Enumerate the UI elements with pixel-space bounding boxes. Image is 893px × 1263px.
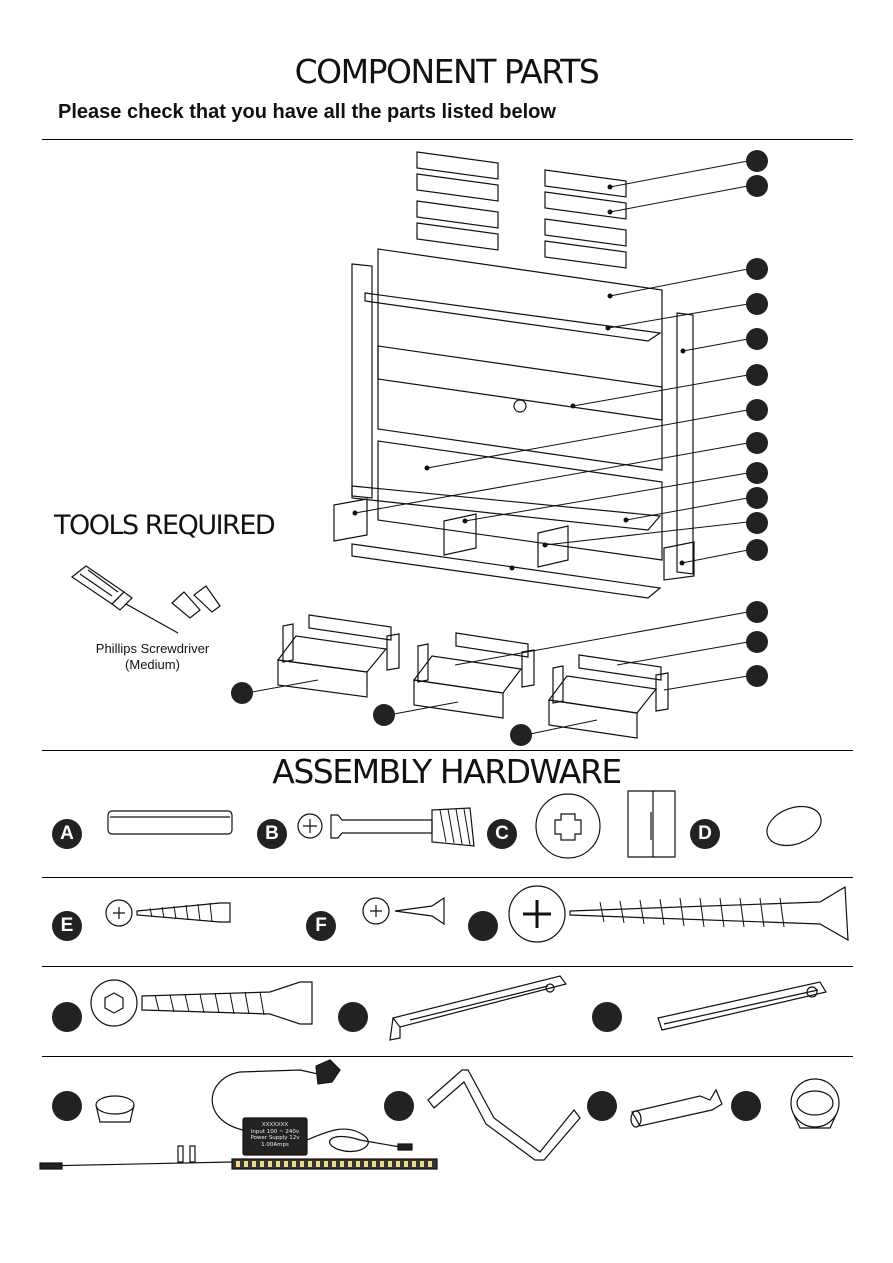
led-cell — [428, 1161, 432, 1167]
led-cell — [260, 1161, 264, 1167]
led-cell — [396, 1161, 400, 1167]
hardware-badge-e: E — [52, 911, 82, 941]
part-marker — [746, 539, 768, 561]
part-marker — [231, 682, 253, 704]
part-marker — [746, 328, 768, 350]
part-marker — [746, 631, 768, 653]
slat-panels — [416, 151, 627, 269]
led-cell — [372, 1161, 376, 1167]
hardware-marker — [731, 1091, 761, 1121]
hardware-badge-c: C — [487, 819, 517, 849]
part-marker — [746, 665, 768, 687]
adaptor-label: XXXXXXX Input 100 ~ 240v Power Supply 12… — [247, 1122, 303, 1148]
led-cell — [340, 1161, 344, 1167]
led-cell — [388, 1161, 392, 1167]
part-marker — [746, 150, 768, 172]
leader-lines — [251, 160, 749, 735]
led-cell — [404, 1161, 408, 1167]
adaptor-label-line: 1.00Amps — [261, 1141, 289, 1148]
hardware-badge-b: B — [257, 819, 287, 849]
led-cell — [244, 1161, 248, 1167]
tools-title: TOOLS REQUIRED — [54, 510, 276, 541]
part-marker — [746, 364, 768, 386]
divider — [42, 750, 853, 751]
page-title: COMPONENT PARTS — [294, 52, 600, 91]
hardware-marker — [52, 1002, 82, 1032]
hardware-row-1 — [107, 790, 822, 859]
hardware-badge-a: A — [52, 819, 82, 849]
led-cell — [332, 1161, 336, 1167]
tool-caption: Phillips Screwdriver (Medium) — [80, 641, 225, 673]
part-marker — [746, 258, 768, 280]
led-cell — [412, 1161, 416, 1167]
part-marker — [746, 462, 768, 484]
part-marker — [510, 724, 532, 746]
hardware-marker — [592, 1002, 622, 1032]
screwdriver-icon — [70, 565, 221, 634]
led-cell — [252, 1161, 256, 1167]
hardware-marker — [338, 1002, 368, 1032]
hardware-row-4 — [39, 1059, 840, 1170]
part-marker — [746, 487, 768, 509]
page-subtitle: Please check that you have all the parts… — [58, 101, 556, 123]
led-cell — [300, 1161, 304, 1167]
part-marker — [746, 512, 768, 534]
led-cell — [284, 1161, 288, 1167]
part-marker — [746, 399, 768, 421]
part-marker — [746, 601, 768, 623]
led-cell — [268, 1161, 272, 1167]
tool-caption-line1: Phillips Screwdriver — [95, 641, 210, 656]
hardware-title: ASSEMBLY HARDWARE — [272, 752, 622, 791]
led-cell — [236, 1161, 240, 1167]
divider — [42, 877, 853, 878]
led-cell — [324, 1161, 328, 1167]
adaptor-label-line: XXXXXXX — [261, 1122, 289, 1128]
part-marker — [746, 293, 768, 315]
part-marker — [373, 704, 395, 726]
led-cell — [420, 1161, 424, 1167]
adaptor-label-line: Power Supply 12v — [250, 1135, 300, 1141]
divider — [42, 139, 853, 140]
hardware-badge-f: F — [306, 911, 336, 941]
led-cell — [276, 1161, 280, 1167]
led-cell — [308, 1161, 312, 1167]
hardware-marker — [468, 911, 498, 941]
led-cell — [380, 1161, 384, 1167]
divider — [42, 1056, 853, 1057]
hardware-row-2 — [105, 885, 849, 943]
hardware-marker — [384, 1091, 414, 1121]
part-marker — [746, 175, 768, 197]
hardware-marker — [52, 1091, 82, 1121]
led-cell — [348, 1161, 352, 1167]
led-cell — [292, 1161, 296, 1167]
part-marker — [746, 432, 768, 454]
tool-caption-line2: (Medium) — [125, 657, 180, 672]
led-cell — [356, 1161, 360, 1167]
drawers — [276, 614, 669, 739]
divider — [42, 966, 853, 967]
hardware-row-3 — [90, 975, 827, 1041]
hardware-badge-d: D — [690, 819, 720, 849]
hardware-marker — [587, 1091, 617, 1121]
adaptor-label-line: Input 100 ~ 240v — [250, 1128, 300, 1135]
led-cell — [316, 1161, 320, 1167]
led-cell — [364, 1161, 368, 1167]
tv-unit-frame — [333, 184, 695, 599]
